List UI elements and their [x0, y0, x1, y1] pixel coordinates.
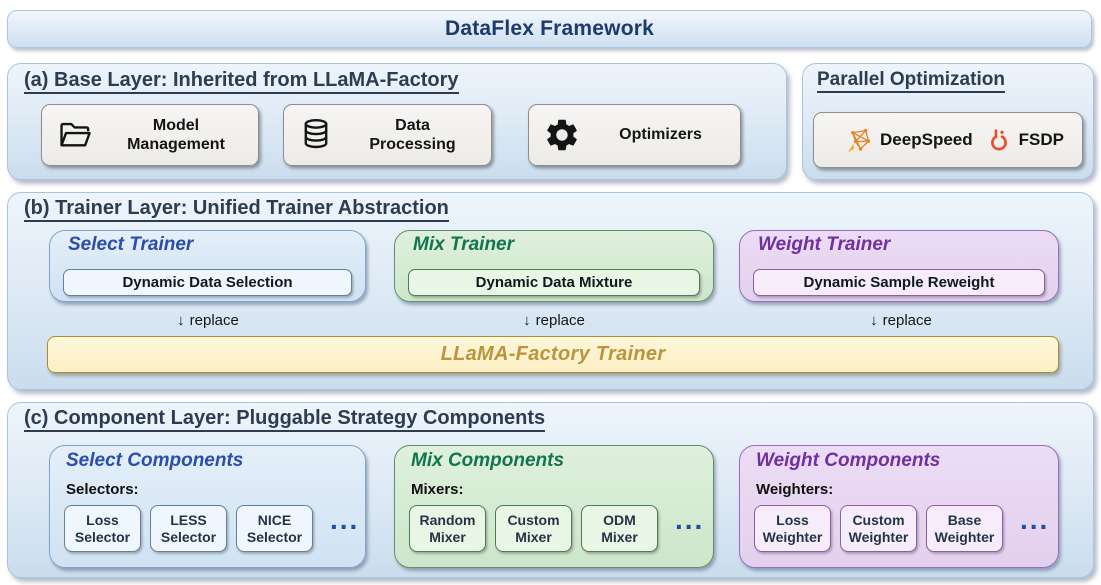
group-title: Weight Components — [756, 450, 941, 471]
component-chip-loss-selector: Loss Selector — [64, 505, 141, 552]
trainer-layer-title: (b) Trainer Layer: Unified Trainer Abstr… — [24, 197, 449, 222]
down-arrow-icon: ↓ — [870, 312, 878, 329]
weight-trainer-card: Weight Trainer Dynamic Sample Reweight — [739, 230, 1059, 302]
trainer-title: Select Trainer — [68, 234, 194, 255]
component-chip-odm-mixer: ODM Mixer — [581, 505, 658, 552]
gear-icon — [543, 116, 581, 154]
module-box-data-processing: Data Processing — [283, 104, 492, 166]
component-chip-custom-weighter: Custom Weighter — [840, 505, 917, 552]
replace-annotation: ↓replace — [177, 312, 239, 329]
component-layer-panel: (c) Component Layer: Pluggable Strategy … — [7, 402, 1094, 578]
database-icon — [298, 116, 334, 154]
group-title: Mix Components — [411, 450, 565, 471]
select-trainer-card: Select Trainer Dynamic Data Selection — [49, 230, 366, 302]
base-layer-panel: (a) Base Layer: Inherited from LLaMA-Fac… — [7, 63, 787, 180]
trainer-title: Mix Trainer — [413, 234, 515, 255]
component-chip-base-weighter: Base Weighter — [926, 505, 1003, 552]
component-chip-less-selector: LESS Selector — [150, 505, 227, 552]
component-chip-nice-selector: NICE Selector — [236, 505, 313, 552]
replace-annotation: ↓replace — [523, 312, 585, 329]
group-subtitle: Mixers: — [411, 481, 464, 498]
component-chip-random-mixer: Random Mixer — [409, 505, 486, 552]
fsdp-label: FSDP — [1018, 130, 1064, 149]
module-label: Optimizers — [619, 126, 702, 144]
weight-components-card: Weight Components Weighters: Loss Weight… — [739, 445, 1059, 568]
module-label: Data Processing — [369, 116, 456, 153]
module-label: Model Management — [127, 116, 225, 153]
llama-factory-trainer-label: LLaMA-Factory Trainer — [440, 343, 666, 365]
replace-annotation: ↓replace — [870, 312, 932, 329]
framework-banner: DataFlex Framework — [7, 10, 1092, 48]
component-chip-custom-mixer: Custom Mixer — [495, 505, 572, 552]
replace-label: replace — [535, 312, 585, 329]
deepspeed-icon — [846, 127, 873, 154]
trainer-feature-box: Dynamic Data Mixture — [408, 269, 700, 296]
replace-label: replace — [882, 312, 932, 329]
group-subtitle: Weighters: — [756, 481, 834, 498]
mix-trainer-card: Mix Trainer Dynamic Data Mixture — [394, 230, 714, 302]
component-layer-title: (c) Component Layer: Pluggable Strategy … — [24, 407, 546, 432]
module-box-model-management: Model Management — [41, 104, 259, 166]
replace-label: replace — [189, 312, 239, 329]
group-subtitle: Selectors: — [66, 481, 139, 498]
trainer-layer-panel: (b) Trainer Layer: Unified Trainer Abstr… — [7, 192, 1094, 390]
frameworks-box: DeepSpeed FSDP — [813, 112, 1083, 168]
mix-components-card: Mix Components Mixers: Random Mixer Cust… — [394, 445, 714, 568]
llama-factory-trainer-bar: LLaMA-Factory Trainer — [47, 336, 1059, 373]
parallel-optimization-panel: Parallel Optimization DeepSpeed — [802, 63, 1094, 180]
trainer-title: Weight Trainer — [758, 234, 891, 255]
trainer-feature-box: Dynamic Data Selection — [63, 269, 352, 296]
parallel-optimization-title: Parallel Optimization — [817, 69, 1005, 93]
select-components-card: Select Components Selectors: Loss Select… — [49, 445, 366, 568]
folder-icon — [56, 116, 94, 154]
trainer-feature-box: Dynamic Sample Reweight — [753, 269, 1045, 296]
framework-title: DataFlex Framework — [444, 17, 655, 40]
down-arrow-icon: ↓ — [523, 312, 531, 329]
down-arrow-icon: ↓ — [177, 312, 185, 329]
group-title: Select Components — [66, 450, 244, 471]
component-chip-loss-weighter: Loss Weighter — [754, 505, 831, 552]
pytorch-flame-icon — [986, 127, 1012, 153]
deepspeed-label: DeepSpeed — [880, 130, 973, 149]
base-layer-title: (a) Base Layer: Inherited from LLaMA-Fac… — [24, 69, 459, 94]
module-box-optimizers: Optimizers — [528, 104, 741, 166]
